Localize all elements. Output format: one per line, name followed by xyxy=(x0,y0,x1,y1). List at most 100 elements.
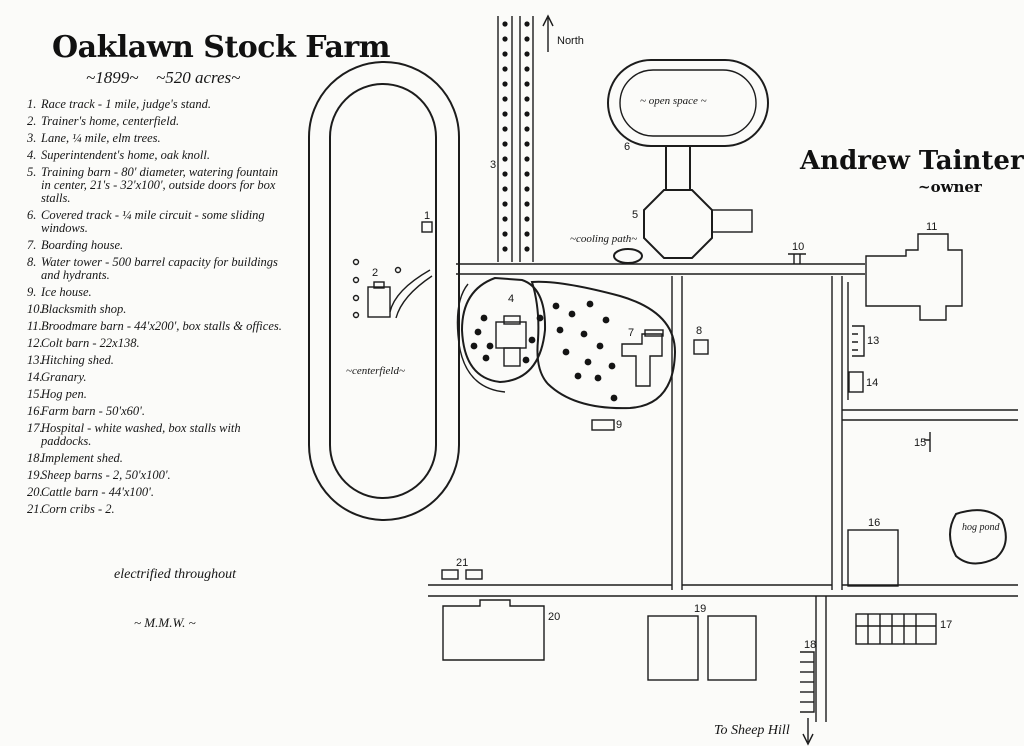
water-tower xyxy=(693,339,709,355)
legend-number: 17. xyxy=(27,421,43,435)
oak-tree xyxy=(586,300,594,308)
hog-pond xyxy=(949,509,1007,565)
owner-role: ~owner xyxy=(918,178,982,196)
oak-tree xyxy=(528,336,536,344)
map-number-6: 6 xyxy=(624,141,630,153)
elm-tree xyxy=(502,66,508,72)
elm-tree xyxy=(524,21,530,27)
blacksmith-shop xyxy=(788,253,806,264)
legend-number: 2. xyxy=(27,114,37,128)
legend-number: 19. xyxy=(27,468,43,482)
map-number-20: 20 xyxy=(548,611,560,623)
centerfield-label: ~centerfield~ xyxy=(346,365,405,377)
oak-tree xyxy=(486,342,494,350)
map-number-17: 17 xyxy=(940,619,952,631)
training-barn-wing xyxy=(711,209,753,233)
cooling-path xyxy=(613,248,643,264)
oak-tree xyxy=(596,342,604,350)
map-number-1: 1 xyxy=(424,210,430,222)
legend-number: 3. xyxy=(27,131,37,145)
map-number-3: 3 xyxy=(490,159,496,171)
legend-number: 15. xyxy=(27,387,43,401)
granary xyxy=(848,371,864,393)
elm-tree xyxy=(502,201,508,207)
map-number-7: 7 xyxy=(628,327,634,339)
oak-tree xyxy=(594,374,602,382)
elm-tree xyxy=(524,156,530,162)
sheep-barn-1 xyxy=(647,615,699,681)
map-number-4: 4 xyxy=(508,293,514,305)
legend-item: 13.Hitching shed. xyxy=(27,354,282,367)
elm-tree xyxy=(502,216,508,222)
oak-knoll xyxy=(456,276,547,393)
legend-number: 9. xyxy=(27,285,37,299)
elm-tree xyxy=(502,96,508,102)
corn-crib-1 xyxy=(441,569,459,580)
elm-tree xyxy=(524,216,530,222)
oak-tree xyxy=(482,354,490,362)
map-number-10: 10 xyxy=(792,241,804,253)
race-track xyxy=(308,61,460,521)
broodmare-barn xyxy=(865,233,963,321)
legend-item: 4. Superintendent's home, oak knoll. xyxy=(27,149,282,162)
oak-tree xyxy=(602,316,610,324)
legend-list: 1.Race track - 1 mile, judge's stand.2.T… xyxy=(27,98,282,520)
north-label: North xyxy=(557,35,584,47)
farm-barn xyxy=(847,529,899,587)
oak-tree xyxy=(574,372,582,380)
legend-text: Water tower - 500 barrel capacity for bu… xyxy=(41,255,278,282)
map-number-8: 8 xyxy=(696,325,702,337)
legend-number: 4. xyxy=(27,148,37,162)
legend-item: 19.Sheep barns - 2, 50'x100'. xyxy=(27,469,282,482)
legend-number: 8. xyxy=(27,255,37,269)
oak-tree xyxy=(474,328,482,336)
elm-tree xyxy=(524,246,530,252)
legend-item: 11.Broodmare barn - 44'x200', box stalls… xyxy=(27,320,282,333)
legend-text: Hog pen. xyxy=(41,387,87,401)
legend-item: 15.Hog pen. xyxy=(27,388,282,401)
legend-number: 10. xyxy=(27,302,43,316)
corn-crib-2 xyxy=(465,569,483,580)
cooling-label: ~cooling path~ xyxy=(570,233,637,245)
cattle-barn xyxy=(442,599,545,661)
oak-tree xyxy=(556,326,564,334)
legend-number: 18. xyxy=(27,451,43,465)
legend-text: Covered track - ¼ mile circuit - some sl… xyxy=(41,208,265,235)
legend-number: 5. xyxy=(27,165,37,179)
ice-house xyxy=(591,419,615,431)
legend-number: 16. xyxy=(27,404,43,418)
owner-name: Andrew Tainter ~ xyxy=(800,146,1024,176)
legend-text: Hospital - white washed, box stalls with… xyxy=(41,421,241,448)
oak-tree xyxy=(470,342,478,350)
hitching-shed xyxy=(852,325,865,357)
legend-text: Training barn - 80' diameter, watering f… xyxy=(41,165,279,205)
legend-item: 12.Colt barn - 22x138. xyxy=(27,337,282,350)
map-year: ~1899~ xyxy=(86,68,139,87)
hog-pen xyxy=(924,432,931,452)
legend-text: Cattle barn - 44'x100'. xyxy=(41,485,154,499)
map-number-15: 15 xyxy=(914,437,926,449)
legend-text: Superintendent's home, oak knoll. xyxy=(41,148,210,162)
legend-item: 16.Farm barn - 50'x60'. xyxy=(27,405,282,418)
elm-tree xyxy=(524,36,530,42)
sheep-barn-2 xyxy=(707,615,757,681)
oak-tree xyxy=(522,356,530,364)
legend-number: 7. xyxy=(27,238,37,252)
map-number-11: 11 xyxy=(926,221,937,233)
elm-tree xyxy=(502,36,508,42)
map-number-18: 18 xyxy=(804,639,816,651)
legend-item: 6.Covered track - ¼ mile circuit - some … xyxy=(27,209,282,235)
elm-tree xyxy=(524,81,530,87)
legend-number: 20. xyxy=(27,485,43,499)
elm-tree xyxy=(524,141,530,147)
legend-item: 17.Hospital - white washed, box stalls w… xyxy=(27,422,282,448)
legend-text: Race track - 1 mile, judge's stand. xyxy=(41,97,211,111)
oak-tree xyxy=(552,302,560,310)
oak-tree xyxy=(568,310,576,318)
legend-item: 8. Water tower - 500 barrel capacity for … xyxy=(27,256,282,282)
hog-pond-label: hog pond xyxy=(962,522,1001,533)
legend-item: 21.Corn cribs - 2. xyxy=(27,503,282,516)
legend-item: 20.Cattle barn - 44'x100'. xyxy=(27,486,282,499)
